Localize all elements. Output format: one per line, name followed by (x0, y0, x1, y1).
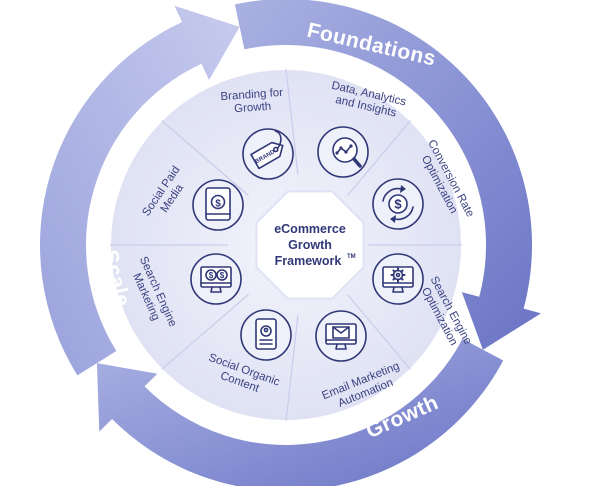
segment-divider (285, 68, 299, 176)
scale-arrow (40, 5, 240, 376)
trademark-mark: TM (347, 254, 356, 260)
svg-text:$: $ (209, 271, 214, 280)
segment-divider (285, 314, 299, 422)
profile-phone-icon (240, 309, 292, 361)
segment-divider (161, 120, 249, 196)
center-octagon (255, 190, 365, 300)
center-title-line-3: Framework (275, 254, 342, 268)
center-title-line-2: Growth (288, 238, 332, 252)
segment-label-line: Branding for (220, 87, 284, 103)
segment-label-line: Growth (234, 101, 272, 116)
analytics-magnifier-icon (317, 126, 369, 178)
segment-dividers (110, 68, 462, 422)
dollar-monitor-icon: $$ (190, 253, 242, 305)
growth-arrow (96, 338, 504, 491)
segment-divider (347, 120, 411, 196)
svg-text:$: $ (220, 271, 225, 280)
dollar-tablet-icon: $ (192, 179, 244, 231)
segment-divider (161, 294, 249, 370)
svg-text:$: $ (215, 199, 221, 210)
dollar-cycle-icon: $ (372, 178, 424, 230)
center-title-line-1: eCommerce (274, 222, 346, 236)
email-monitor-icon (315, 310, 367, 362)
foundations-arrow (234, 0, 542, 350)
segment-divider (347, 294, 411, 370)
outer-ring (40, 0, 542, 491)
svg-text:$: $ (394, 197, 402, 212)
gear-monitor-icon (372, 253, 424, 305)
brand-tag-icon: BRAND (242, 128, 294, 180)
